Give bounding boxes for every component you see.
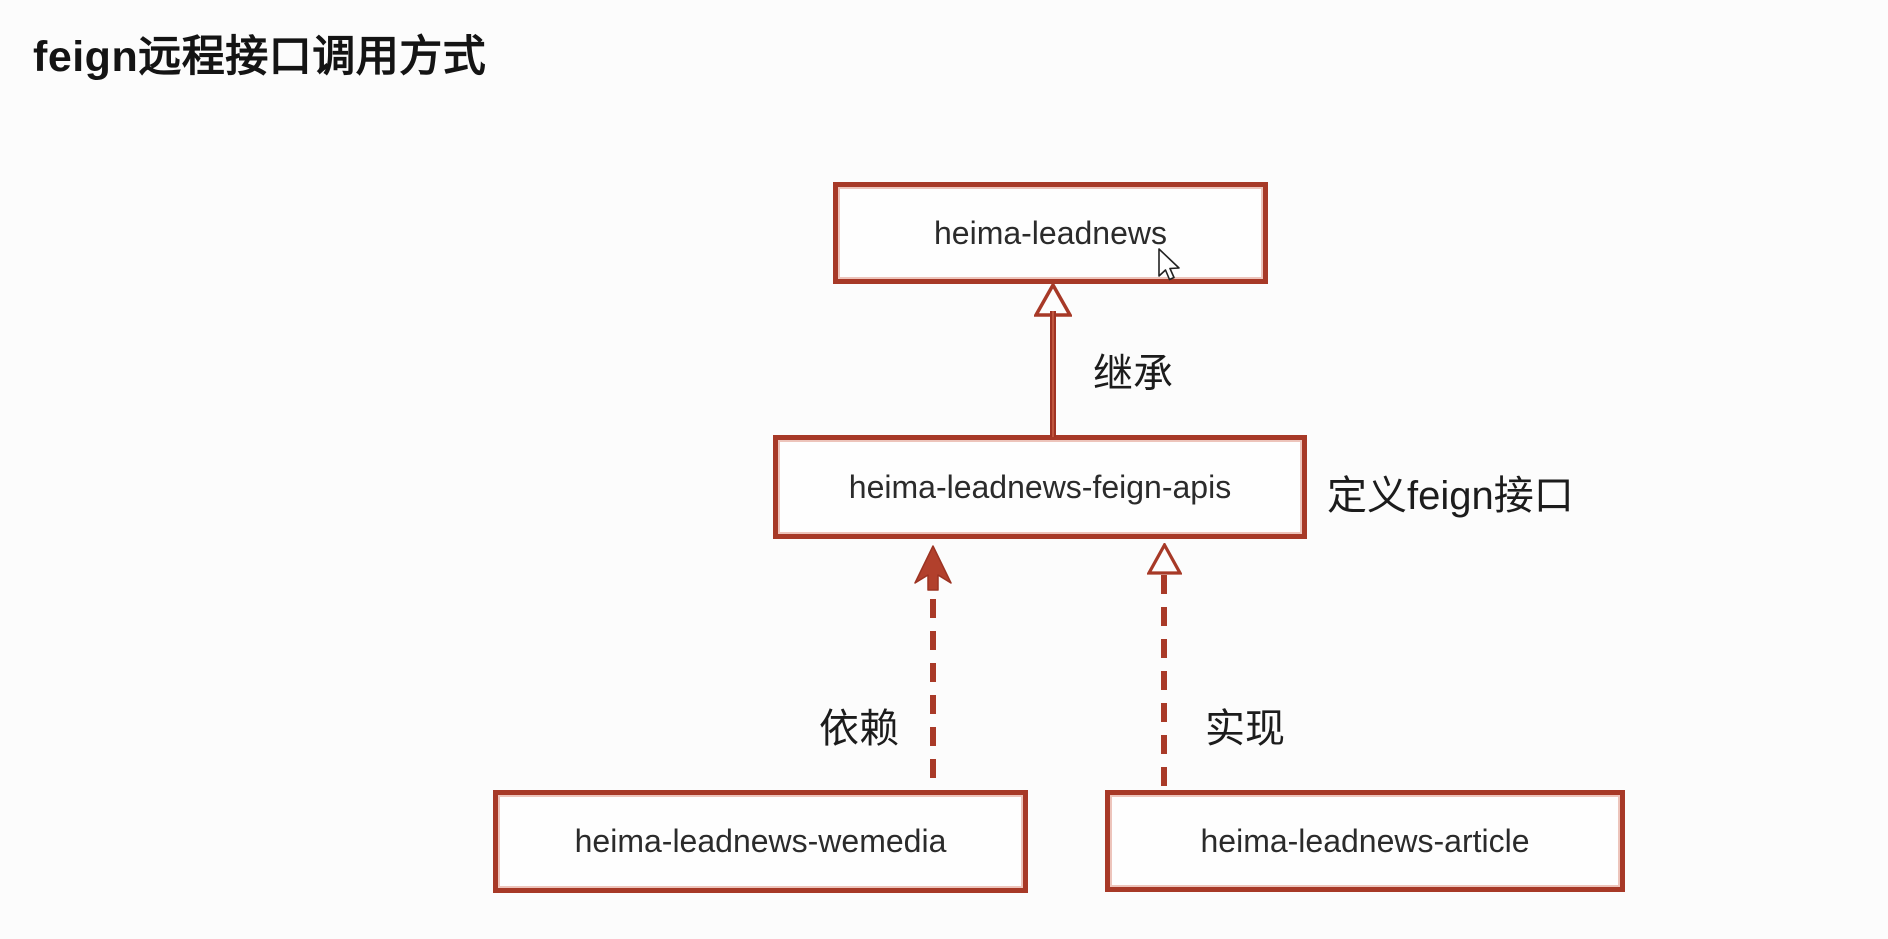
edge-label-dependency: 依赖 — [819, 707, 899, 751]
node-label: heima-leadnews-feign-apis — [848, 468, 1232, 505]
edge-label-inheritance: 继承 — [1093, 352, 1173, 396]
edge-label-realization: 实现 — [1205, 707, 1285, 751]
realization-hollow-triangle-icon — [1147, 543, 1182, 575]
node-heima-leadnews-wemedia: heima-leadnews-wemedia — [493, 790, 1028, 893]
inheritance-line — [1050, 311, 1056, 437]
node-label: heima-leadnews — [933, 214, 1167, 251]
node-heima-leadnews: heima-leadnews — [833, 182, 1268, 284]
node-heima-leadnews-article: heima-leadnews-article — [1105, 790, 1625, 892]
dependency-dashed-line — [930, 599, 936, 792]
node-heima-leadnews-feign-apis: heima-leadnews-feign-apis — [773, 435, 1307, 539]
node-annotation: 定义feign接口 — [1327, 474, 1574, 518]
realization-dashed-line — [1161, 575, 1167, 792]
dependency-filled-arrow-icon — [914, 545, 952, 591]
mouse-cursor-icon — [1158, 248, 1180, 281]
node-label: heima-leadnews-article — [1200, 822, 1530, 859]
page-title: feign远程接口调用方式 — [33, 33, 487, 81]
node-label: heima-leadnews-wemedia — [574, 823, 947, 859]
